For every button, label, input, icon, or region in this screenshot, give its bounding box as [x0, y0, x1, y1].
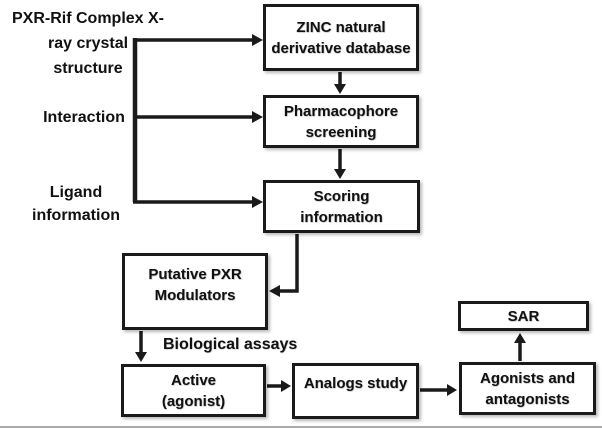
node-agonists-and-antagonists: Agonists and antagonists: [459, 362, 596, 415]
arrowhead: [252, 111, 263, 123]
node-putative-pxr-modulators: Putative PXR Modulators: [122, 253, 268, 330]
arrowhead: [334, 84, 346, 94]
node-text-line: derivative database: [271, 39, 411, 57]
node-text-line: information: [300, 208, 383, 226]
label-line: Interaction: [43, 109, 125, 126]
label-line: structure: [53, 60, 123, 77]
node-text-line: Putative PXR: [148, 266, 242, 283]
arrowhead: [252, 196, 263, 208]
arrowhead: [514, 333, 526, 343]
node-text-line: Modulators: [154, 287, 236, 304]
node-scoring-information: Scoring information: [263, 180, 420, 233]
label-line: ray crystal: [47, 35, 129, 52]
node-text-line: antagonists: [485, 390, 570, 408]
node-text-line: screening: [305, 123, 377, 141]
node-analogs-study: Analogs study: [292, 363, 419, 419]
label-biological-assays: Biological assays: [163, 336, 298, 353]
arrowhead: [135, 352, 147, 362]
arrowhead: [447, 384, 457, 396]
label-ligand-information: Ligand information: [6, 181, 146, 227]
node-text-line: (agonist): [161, 392, 226, 410]
label-pxr-rif-crystal-structure: PXR-Rif Complex X- ray crystal structure: [0, 6, 176, 81]
node-text-line: Analogs study: [303, 375, 408, 392]
node-text-line: Scoring: [313, 187, 370, 205]
arrowhead: [252, 34, 263, 46]
arrowhead: [334, 169, 346, 179]
label-line: PXR-Rif Complex X-: [11, 10, 164, 27]
arrow-scoring-to-putative: [280, 234, 299, 293]
label-line: Ligand: [49, 184, 103, 201]
label-line: information: [32, 207, 120, 224]
node-sar: SAR: [458, 301, 589, 331]
arrowhead: [269, 285, 280, 297]
label-interaction: Interaction: [24, 105, 144, 130]
node-text-line: Pharmacophore: [283, 102, 399, 120]
node-text-line: ZINC natural: [296, 18, 386, 36]
node-text-line: SAR: [507, 307, 540, 325]
arrowhead: [281, 380, 291, 392]
node-text-line: Agonists and: [479, 369, 575, 387]
node-zinc-database: ZINC natural derivative database: [263, 4, 419, 71]
node-active-agonist: Active (agonist): [121, 364, 266, 417]
bottom-border-line: [0, 426, 602, 428]
node-pharmacophore-screening: Pharmacophore screening: [263, 95, 419, 148]
node-text-line: Active: [170, 371, 217, 389]
